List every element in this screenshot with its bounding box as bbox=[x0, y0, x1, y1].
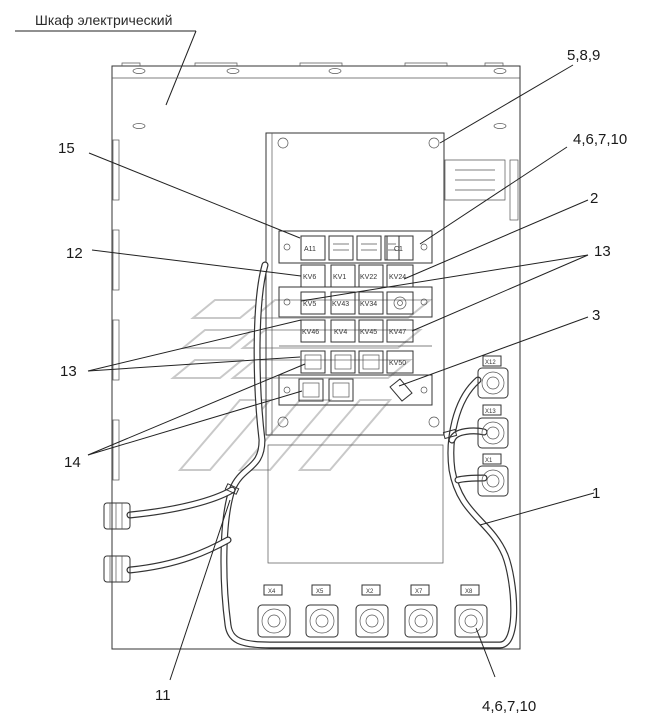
relay-module: KV1 bbox=[330, 264, 356, 288]
relay-module: KV5 bbox=[300, 291, 326, 315]
relay-label: KV50 bbox=[389, 360, 406, 367]
relay-row-5: KV50 bbox=[300, 350, 414, 374]
connector-x8: X8 bbox=[454, 584, 488, 638]
connector-label: X12 bbox=[485, 360, 496, 366]
callout-12: 12 bbox=[66, 245, 83, 262]
relay-label: KV1 bbox=[333, 274, 346, 281]
terminal-block bbox=[358, 350, 384, 374]
relay-module: KV43 bbox=[330, 291, 356, 315]
relay-module bbox=[386, 291, 414, 315]
connector-x5: X5 bbox=[305, 584, 339, 638]
relay-module: KV22 bbox=[358, 264, 384, 288]
relay-row-3: KV5 KV43 KV34 bbox=[300, 291, 414, 315]
relay-label: KV24 bbox=[389, 274, 406, 281]
relay-module bbox=[356, 235, 382, 261]
callout-2: 2 bbox=[590, 190, 598, 207]
callout-4-6-7-10-bottom: 4,6,7,10 bbox=[482, 698, 536, 715]
relay-label: KV47 bbox=[389, 329, 406, 336]
connector-x1: X1 bbox=[477, 453, 509, 497]
relay-module: KV50 bbox=[386, 350, 414, 374]
relay-label: KV6 bbox=[303, 274, 316, 281]
connector-x2: X2 bbox=[355, 584, 389, 638]
callout-11: 11 bbox=[155, 687, 171, 704]
cable-plug bbox=[103, 555, 131, 583]
relay-module: KV46 bbox=[300, 319, 326, 343]
connector-x7: X7 bbox=[404, 584, 438, 638]
title-leader bbox=[165, 30, 197, 106]
relay-module: KV45 bbox=[358, 319, 384, 343]
relay-label: KV22 bbox=[360, 274, 377, 281]
connector-label: X1 bbox=[485, 458, 493, 464]
relay-row-2: KV6 KV1 KV22 KV24 bbox=[300, 264, 414, 288]
relay-module: KV34 bbox=[358, 291, 384, 315]
cabinet-enclosure bbox=[111, 62, 521, 650]
connector-label: X5 bbox=[316, 589, 324, 595]
connector-label: X7 bbox=[415, 589, 423, 595]
relay-module: A11 bbox=[300, 235, 326, 261]
connector-x12: X12 bbox=[477, 355, 509, 399]
relay-module: KV6 bbox=[300, 264, 326, 288]
cable-plug bbox=[103, 502, 131, 530]
relay-label: C1 bbox=[394, 246, 403, 253]
relay-module: KV4 bbox=[330, 319, 356, 343]
callout-4-6-7-10-top: 4,6,7,10 bbox=[573, 131, 627, 148]
connector-x4: X4 bbox=[257, 584, 291, 638]
relay-label: KV5 bbox=[303, 301, 316, 308]
relay-module bbox=[328, 235, 354, 261]
connector-label: X8 bbox=[465, 589, 473, 595]
terminal-block bbox=[330, 350, 356, 374]
relay-module: C1 bbox=[386, 235, 414, 261]
relay-module: KV24 bbox=[386, 264, 414, 288]
callout-15: 15 bbox=[58, 140, 75, 157]
drawing-title: Шкаф электрический bbox=[35, 12, 172, 28]
connector-x13: X13 bbox=[477, 404, 509, 449]
connector-label: X13 bbox=[485, 409, 496, 415]
terminal-block bbox=[300, 350, 326, 374]
callout-5-8-9: 5,8,9 bbox=[567, 47, 600, 64]
callout-3: 3 bbox=[592, 307, 600, 324]
relay-label: KV43 bbox=[332, 301, 349, 308]
callout-1: 1 bbox=[592, 485, 600, 502]
callout-13-right: 13 bbox=[594, 243, 611, 260]
wiring-harness bbox=[126, 261, 518, 649]
relay-label: KV34 bbox=[360, 301, 377, 308]
connector-label: X2 bbox=[366, 589, 374, 595]
relay-row-4: KV46 KV4 KV45 KV47 bbox=[300, 319, 414, 343]
relay-label: KV4 bbox=[334, 329, 347, 336]
relay-label: A11 bbox=[304, 246, 316, 253]
relay-label: KV46 bbox=[302, 329, 319, 336]
din-rails bbox=[278, 230, 433, 406]
relay-label: KV45 bbox=[360, 329, 377, 336]
callout-leaders bbox=[87, 64, 595, 681]
lower-terminal-row bbox=[298, 378, 413, 402]
connector-label: X4 bbox=[268, 589, 276, 595]
relay-row-1: A11 C1 bbox=[300, 235, 414, 261]
mounting-plate bbox=[265, 132, 445, 564]
callout-13-left: 13 bbox=[60, 363, 77, 380]
callout-14: 14 bbox=[64, 454, 81, 471]
